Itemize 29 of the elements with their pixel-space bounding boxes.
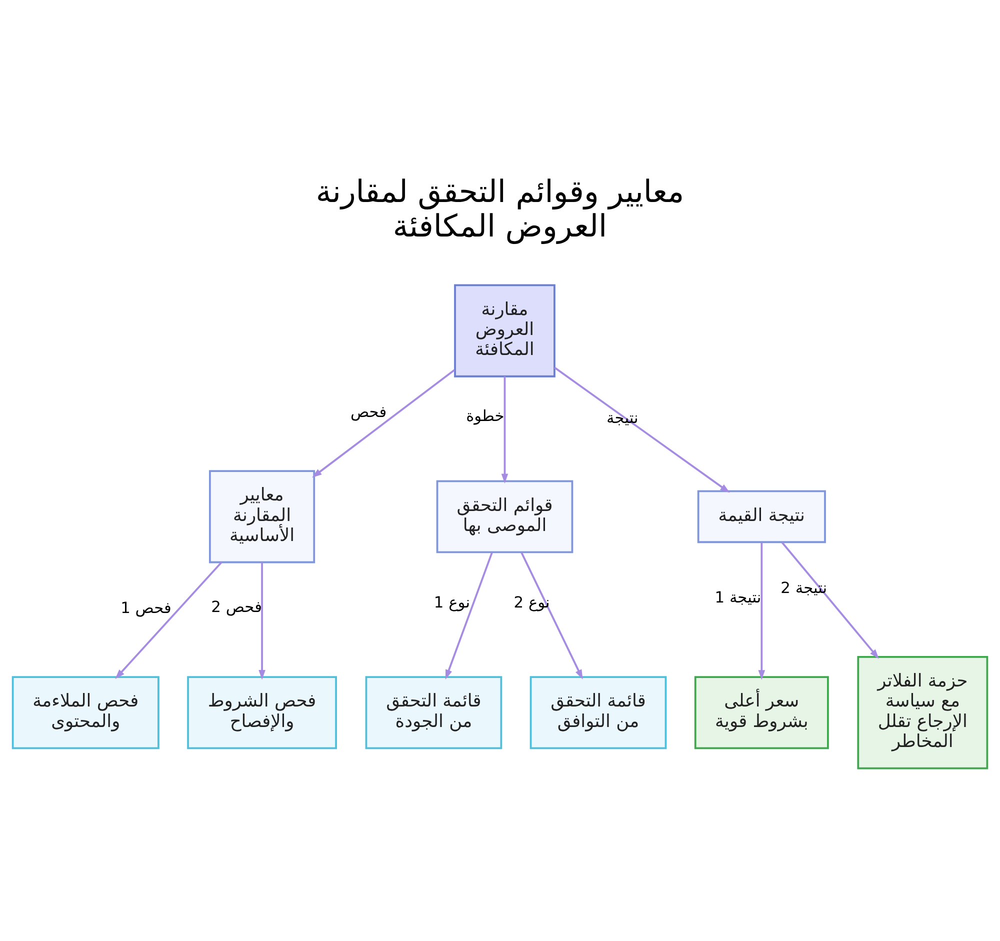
arrow <box>501 376 508 484</box>
arrow <box>258 562 266 680</box>
node-box: حزمة الفلاتر مع سياسة الإرجاع تقلل المخاطر <box>857 656 988 770</box>
node-box: نتيجة القيمة <box>697 490 826 544</box>
edge-label: نوع 1 <box>434 593 470 612</box>
edge-label: خطوة <box>466 407 504 426</box>
node-box: فحص الشروط والإفصاح <box>187 676 337 750</box>
node-box: سعر أعلى بشروط قوية <box>694 676 829 750</box>
arrow <box>445 552 493 680</box>
edge-label: فحص <box>350 402 387 421</box>
arrow <box>312 369 456 478</box>
arrow <box>115 562 222 679</box>
edge-label: نوع 2 <box>514 594 550 612</box>
arrow <box>554 366 730 493</box>
node-box: معايير المقارنة الأساسية <box>208 470 316 564</box>
node-box: قائمة التحقق من التوافق <box>530 676 667 750</box>
node-box: مقارنة العروض المكافئة <box>454 284 556 378</box>
diagram-title: معايير وقوائم التحقق لمقارنة العروض المكافئة <box>316 174 684 244</box>
edge-label: نتيجة 2 <box>780 578 828 597</box>
arrow <box>781 542 879 659</box>
edge-label: نتيجة <box>606 409 638 428</box>
edge-label: فحص 1 <box>120 599 172 618</box>
node-box: قوائم التحقق الموصى بها <box>436 480 574 554</box>
edge-label: نتيجة 1 <box>714 588 762 606</box>
node-box: فحص الملاءمة والمحتوى <box>12 676 160 750</box>
edge-label: فحص 2 <box>211 598 262 616</box>
arrow <box>520 552 583 680</box>
arrow <box>758 542 766 680</box>
node-box: قائمة التحقق من الجودة <box>365 676 502 750</box>
